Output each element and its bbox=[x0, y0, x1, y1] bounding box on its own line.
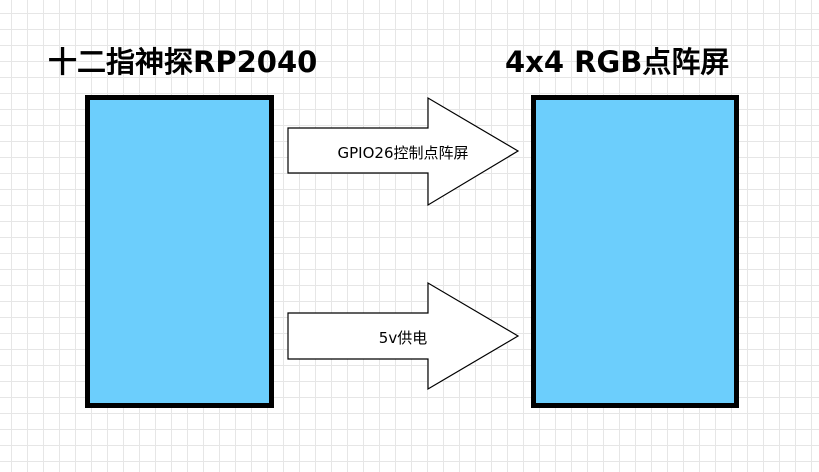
power-arrow-label: 5v供电 bbox=[379, 329, 427, 347]
gpio-arrow-shape bbox=[287, 96, 520, 207]
power-arrow: 5v供电 bbox=[287, 281, 520, 391]
rp2040-block bbox=[85, 95, 274, 408]
rp2040-title: 十二指神探RP2040 bbox=[48, 45, 318, 79]
rgb-matrix-block bbox=[531, 95, 739, 408]
rgb-matrix-title: 4x4 RGB点阵屏 bbox=[505, 45, 730, 79]
gpio-arrow-label: GPIO26控制点阵屏 bbox=[338, 144, 469, 162]
gpio-arrow: GPIO26控制点阵屏 bbox=[287, 96, 520, 207]
power-arrow-shape bbox=[287, 281, 520, 391]
